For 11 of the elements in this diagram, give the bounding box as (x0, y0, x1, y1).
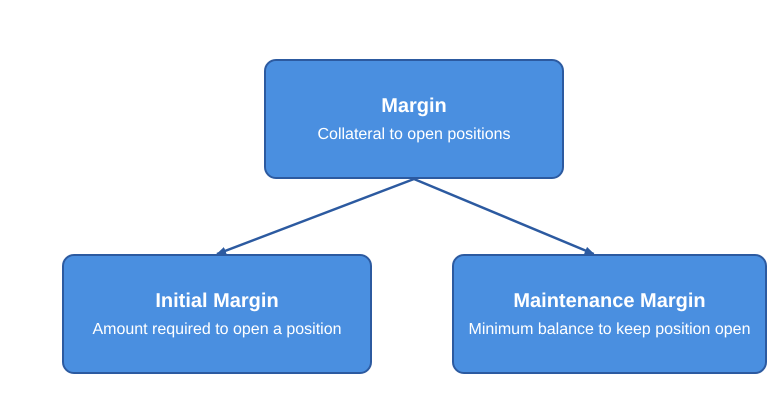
box-description: Amount required to open a position (92, 320, 342, 338)
process-box (264, 59, 564, 179)
arrow (216, 178, 414, 256)
process-box (62, 254, 372, 374)
box-description: Minimum balance to keep position open (468, 320, 750, 338)
box-title: Margin (381, 94, 447, 118)
arrow (414, 178, 595, 256)
box-description: Collateral to open positions (317, 126, 510, 144)
box-title: Initial Margin (155, 290, 279, 312)
process-box (452, 254, 767, 374)
box-title: Maintenance Margin (513, 290, 706, 312)
